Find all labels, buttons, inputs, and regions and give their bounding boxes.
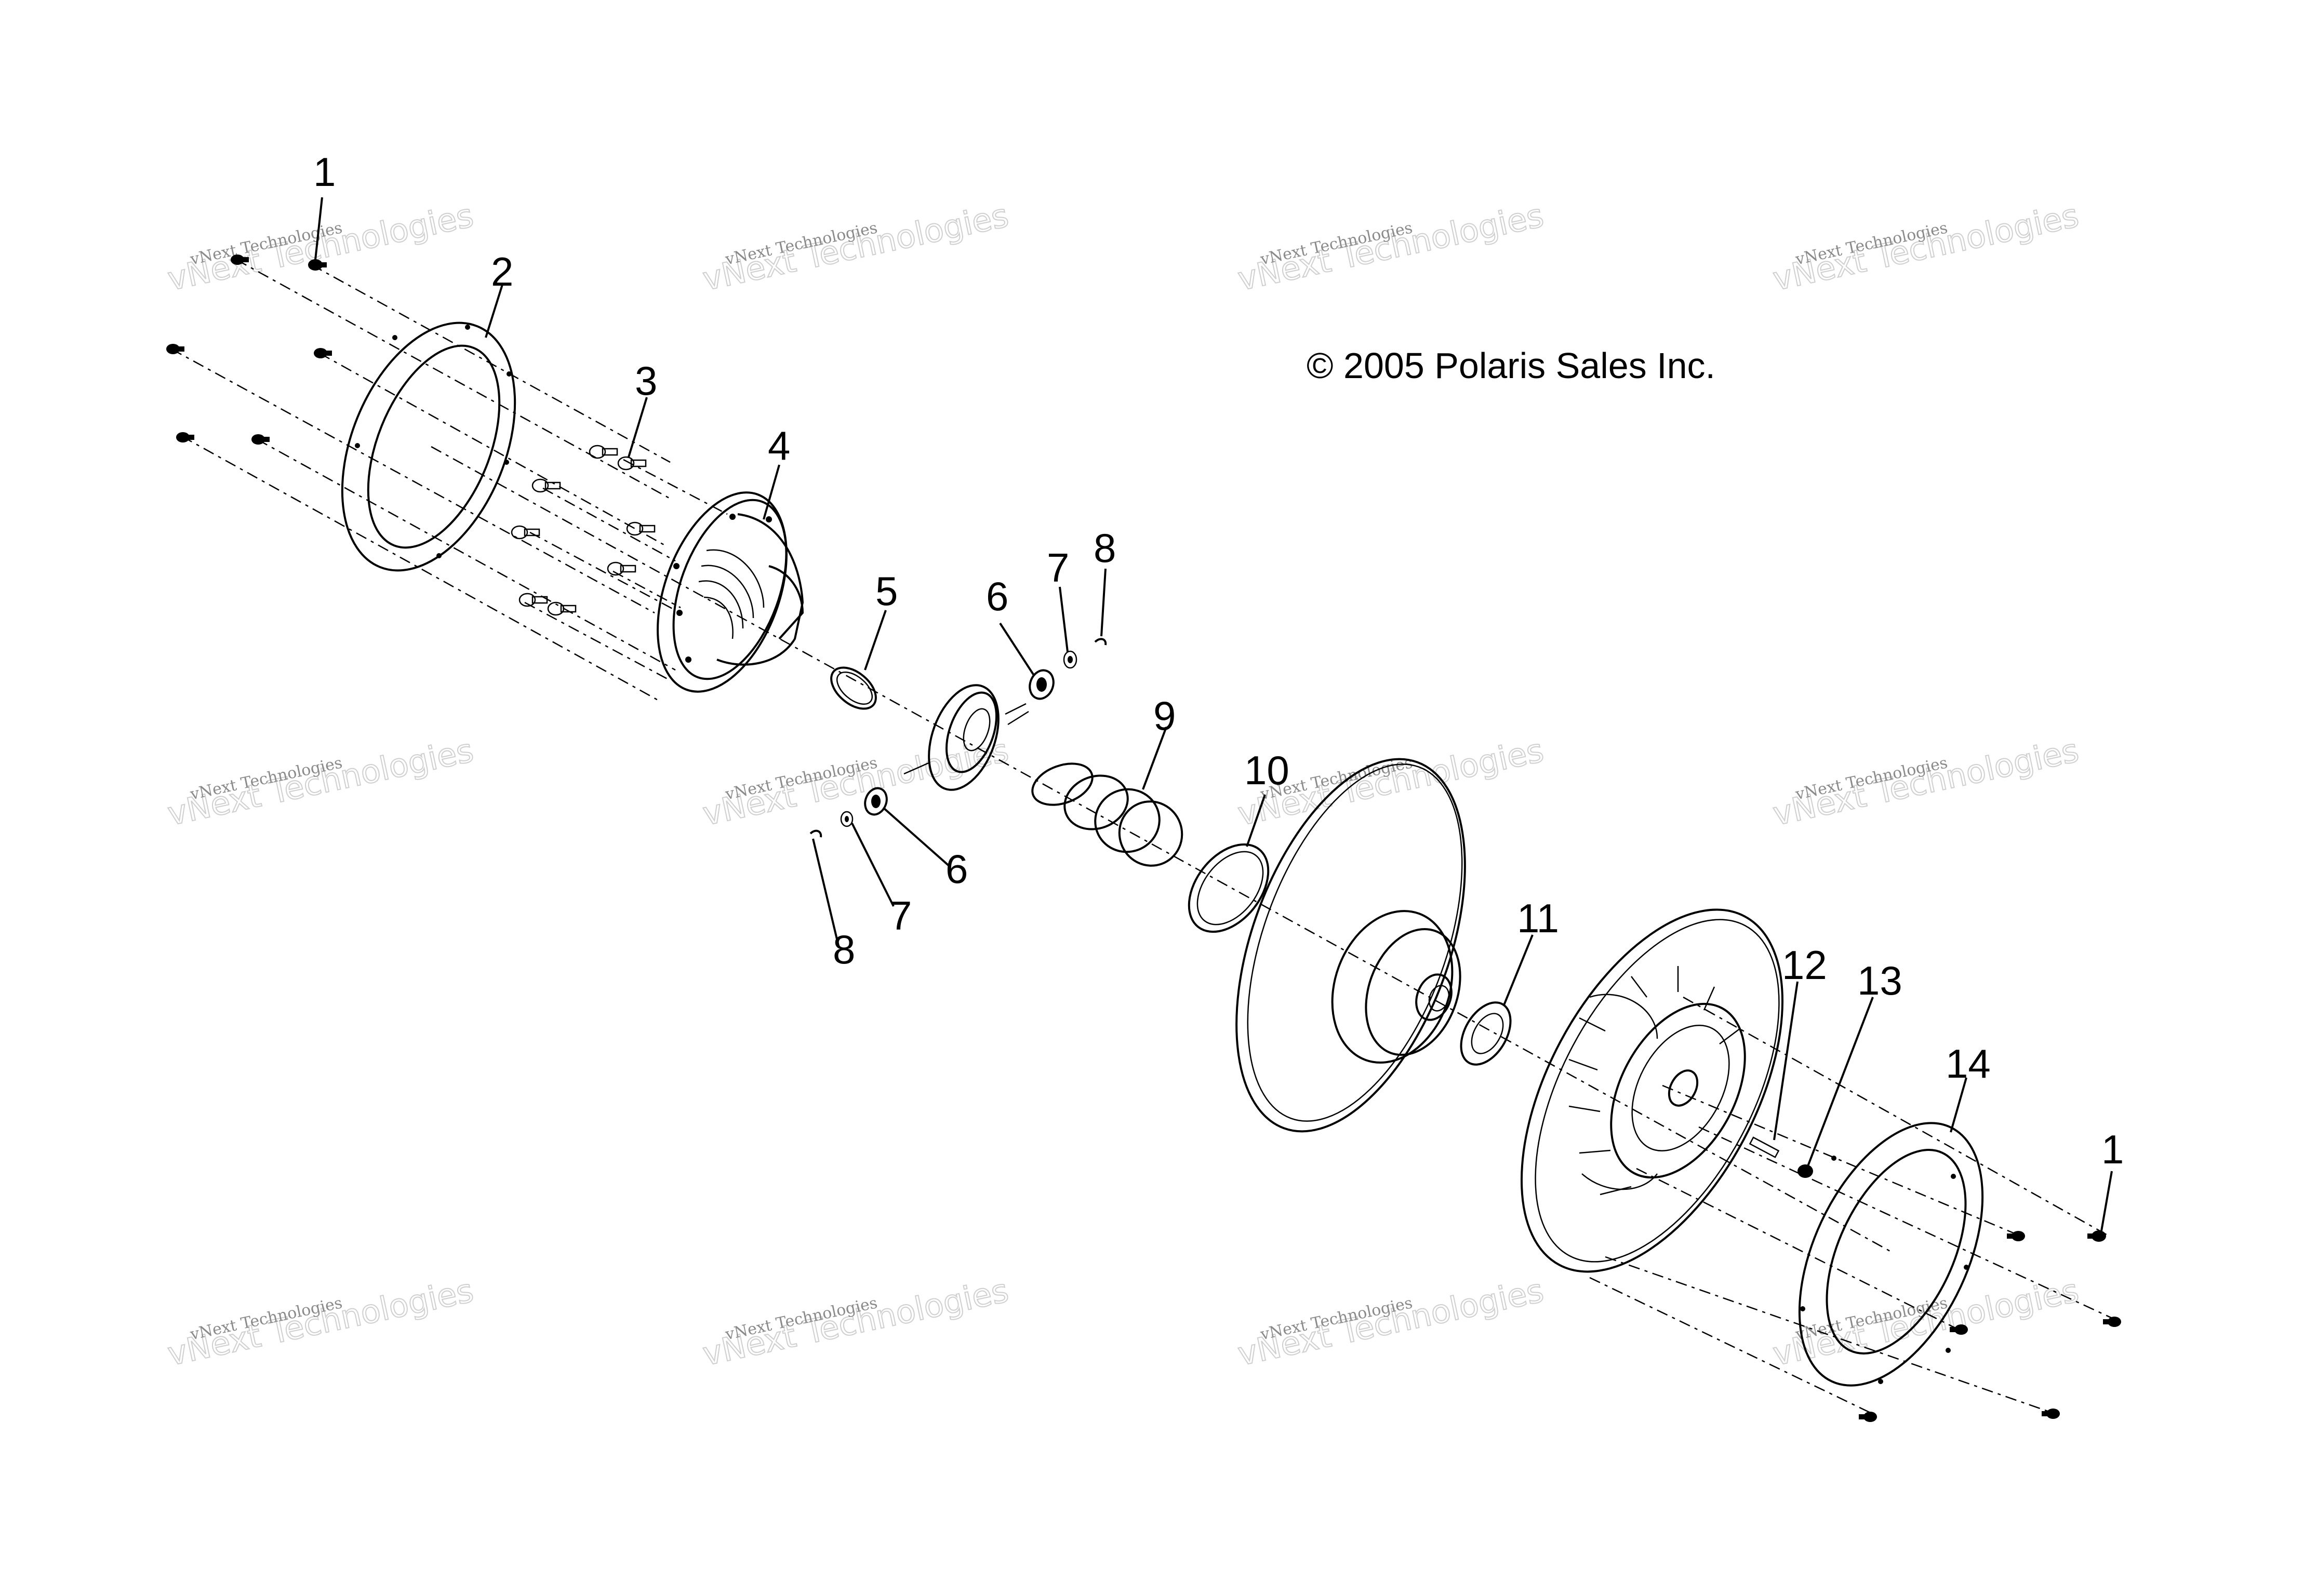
callout-7-lower: 7 (889, 893, 912, 938)
bolt-icon (518, 593, 548, 607)
part-11-washer (1460, 1001, 1512, 1066)
part-6-bushing-upper (1029, 669, 1055, 700)
guide-line (1589, 1277, 1871, 1414)
part-10-ring (1188, 843, 1270, 933)
guide-line (1605, 1256, 2053, 1414)
part-14-ring-plate (1798, 1122, 1984, 1387)
watermark: vNext Technologies vNext Technologies (1769, 731, 2082, 834)
guide-line (171, 348, 655, 614)
callout-7-upper: 7 (1047, 545, 1069, 591)
watermark: vNext Technologies vNext Technologies (164, 731, 477, 834)
screw-icon (176, 432, 194, 442)
guide-line (1683, 996, 2110, 1237)
left-fastener-guides (171, 259, 728, 702)
watermark: vNext Technologies vNext Technologies (1769, 196, 2082, 299)
callout-9: 9 (1153, 693, 1176, 739)
part-8-clip-lower (809, 829, 822, 838)
callout-10: 10 (1244, 747, 1289, 793)
watermark: vNext Technologies vNext Technologies (699, 196, 1012, 299)
movable-sheave (1235, 758, 1466, 1133)
copyright-notice: © 2005 Polaris Sales Inc. (1307, 345, 1715, 386)
guide-line (319, 352, 665, 546)
callout-8-upper: 8 (1094, 525, 1116, 571)
watermark: vNext Technologies vNext Technologies (1234, 1271, 1547, 1374)
callout-2: 2 (491, 249, 513, 294)
part-2-cover-plate (341, 321, 516, 572)
guide-line (1662, 1084, 2021, 1237)
callout-5: 5 (875, 568, 898, 614)
part-9-spring (1031, 762, 1183, 867)
callout-3: 3 (635, 358, 657, 404)
screw-icon (2087, 1230, 2106, 1242)
callout-1-right: 1 (2101, 1126, 2124, 1172)
part-6-bushing-lower (864, 787, 888, 816)
callout-14: 14 (1946, 1041, 1991, 1087)
part-3-bolts (511, 445, 656, 616)
screw-icon (314, 348, 332, 358)
screw-icon (251, 434, 270, 445)
callout-8-lower: 8 (833, 927, 855, 972)
bolt-icon (511, 525, 540, 540)
bolt-icon (531, 478, 561, 493)
guide-line (524, 601, 671, 681)
bolt-icon (617, 456, 647, 471)
part-5-snap-ring (830, 666, 877, 710)
guide-line (181, 435, 660, 702)
bolt-icon (589, 445, 618, 459)
callout-labels: 1 2 3 4 5 6 7 8 6 7 8 9 10 11 12 13 14 1 (313, 149, 2124, 1172)
screw-icon (231, 254, 249, 265)
part-1-screws-right (1859, 1230, 2121, 1422)
callout-6-lower: 6 (946, 846, 968, 892)
watermark: vNext Technologies vNext Technologies (699, 1271, 1012, 1374)
screw-icon (2103, 1317, 2121, 1327)
part-1-screws-left (166, 254, 332, 445)
callout-11: 11 (1517, 895, 1559, 941)
screw-icon (2007, 1231, 2025, 1241)
part-8-clip-upper (1094, 638, 1107, 646)
callout-12: 12 (1782, 942, 1827, 988)
callout-4: 4 (768, 423, 790, 468)
callout-13: 13 (1857, 958, 1902, 1003)
fixed-sheave (1520, 908, 1784, 1273)
right-fastener-guides (1589, 996, 2115, 1414)
bolt-icon (547, 601, 577, 616)
guide-line (1636, 1168, 1959, 1331)
part-7-washer-lower (840, 811, 854, 827)
callout-1-top: 1 (313, 149, 336, 195)
part-13-nut (1797, 1164, 1813, 1178)
watermark-grid: vNext Technologies vNext Technologies vN… (164, 196, 2082, 1374)
screw-icon (1950, 1324, 1968, 1335)
guide-line (623, 459, 728, 515)
screw-icon (2042, 1409, 2060, 1419)
watermark: vNext Technologies vNext Technologies (1769, 1271, 2082, 1374)
watermark: vNext Technologies vNext Technologies (164, 1271, 477, 1374)
part-4-spider-housing (657, 491, 804, 693)
screw-icon (308, 259, 327, 271)
guide-line (257, 438, 676, 671)
screw-icon (1859, 1412, 1877, 1422)
bolt-icon (626, 521, 656, 536)
leader-lines (314, 197, 2113, 1231)
guide-line (529, 531, 676, 611)
callout-6-upper: 6 (986, 573, 1008, 619)
guide-line (542, 487, 676, 562)
center-axis-line (431, 446, 1892, 1253)
watermark: vNext Technologies vNext Technologies (699, 731, 1012, 834)
part-12-pin (1749, 1136, 1780, 1158)
guide-line (612, 570, 681, 609)
bolt-icon (607, 561, 636, 576)
bearing-hub (903, 684, 1029, 791)
guide-line (1698, 1126, 2115, 1320)
part-7-washer-upper (1063, 650, 1077, 669)
screw-icon (166, 344, 184, 354)
watermark: vNext Technologies vNext Technologies (1234, 196, 1547, 299)
guide-line (236, 259, 671, 500)
